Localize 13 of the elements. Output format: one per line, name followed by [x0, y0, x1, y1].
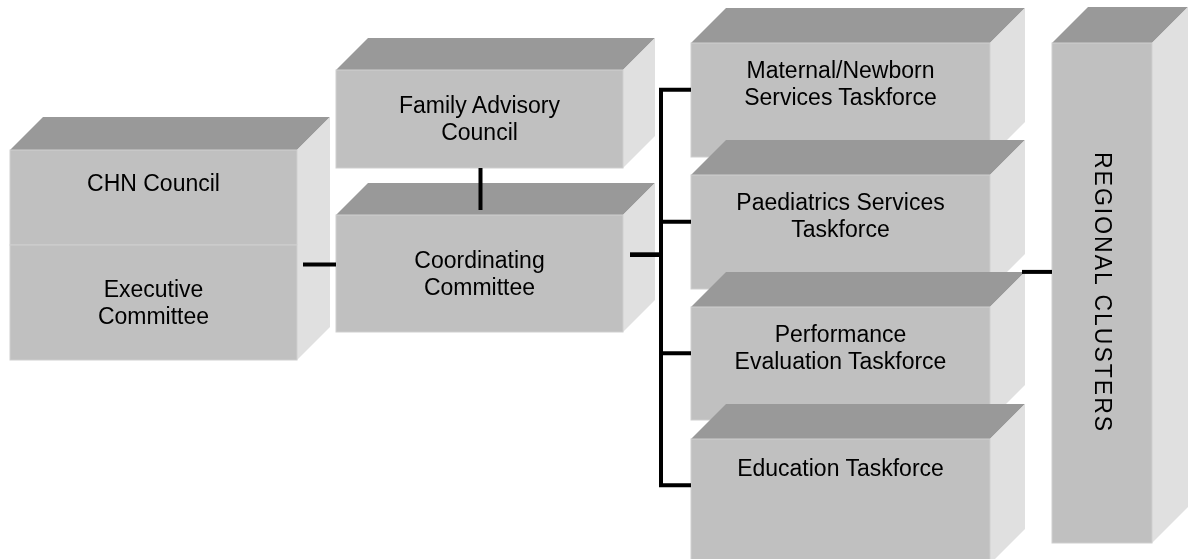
connector-line — [630, 252, 691, 488]
box-label: Performance Evaluation Taskforce — [733, 321, 948, 375]
connector-line — [478, 168, 483, 210]
box-label: CHN Council — [87, 170, 220, 197]
box-label: Family Advisory Council — [397, 92, 561, 146]
connector-line — [1022, 269, 1052, 274]
connector-line — [303, 262, 336, 267]
box-label: Maternal/Newborn Services Taskforce — [743, 57, 938, 111]
box-label: Education Taskforce — [737, 455, 944, 482]
box-label: Paediatrics Services Taskforce — [735, 189, 946, 243]
box-label: Coordinating Committee — [413, 246, 546, 301]
vertical-label: REGIONAL CLUSTERS — [1088, 152, 1116, 434]
box-label: Executive Committee — [96, 275, 211, 330]
